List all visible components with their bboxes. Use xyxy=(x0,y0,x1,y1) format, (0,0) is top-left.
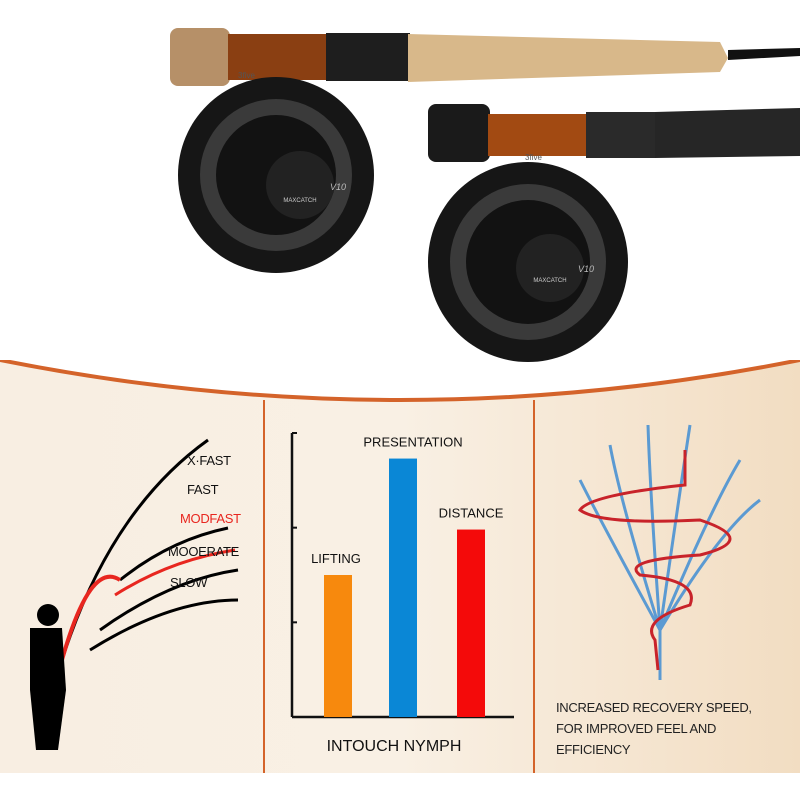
rod-label: 3five xyxy=(238,71,255,80)
bottom-reel: MAXCATCH V10 3five xyxy=(428,153,628,362)
action-label-modfast: MODFAST xyxy=(180,511,241,526)
action-label-slow: SLOW xyxy=(170,575,208,590)
reel-model: V10 xyxy=(330,182,346,192)
caption-line: FOR IMPROVED FEEL AND xyxy=(556,721,717,736)
top-reel: MAXCATCH V10 3five xyxy=(178,71,374,273)
bar-label: LIFTING xyxy=(311,551,361,566)
top-rod xyxy=(170,28,800,86)
bar-label: DISTANCE xyxy=(439,506,504,521)
action-label-xfast: X·FAST xyxy=(187,453,231,468)
product-photo: MAXCATCH V10 3five MAXCATCH V10 3five xyxy=(170,28,800,362)
bar-chart: LIFTING PRESENTATION DISTANCE INTOUCH NYMPH xyxy=(290,432,514,755)
arc-divider xyxy=(0,360,800,402)
recovery-caption: INCREASED RECOVERY SPEED, FOR IMPROVED F… xyxy=(556,697,752,760)
reel-model: V10 xyxy=(578,264,594,274)
bottom-rod xyxy=(428,104,800,162)
bar-presentation xyxy=(389,458,417,717)
bar-distance xyxy=(457,529,485,717)
action-label-fast: FAST xyxy=(187,482,219,497)
caption-line: EFFICIENCY xyxy=(556,742,631,757)
bar-lifting xyxy=(324,575,352,717)
x-axis-label: INTOUCH NYMPH xyxy=(327,738,462,755)
reel-logo: MAXCATCH xyxy=(533,278,566,284)
recovery-fan-icon xyxy=(577,424,761,680)
reel-logo: MAXCATCH xyxy=(283,198,316,204)
caption-line: INCREASED RECOVERY SPEED, xyxy=(556,700,752,715)
angler-silhouette-icon xyxy=(30,604,66,750)
rod-label: 3five xyxy=(525,153,542,162)
rod-action-curves xyxy=(60,438,239,661)
bar-label: PRESENTATION xyxy=(363,435,462,450)
action-label-moderate: MOOERATE xyxy=(168,544,240,559)
